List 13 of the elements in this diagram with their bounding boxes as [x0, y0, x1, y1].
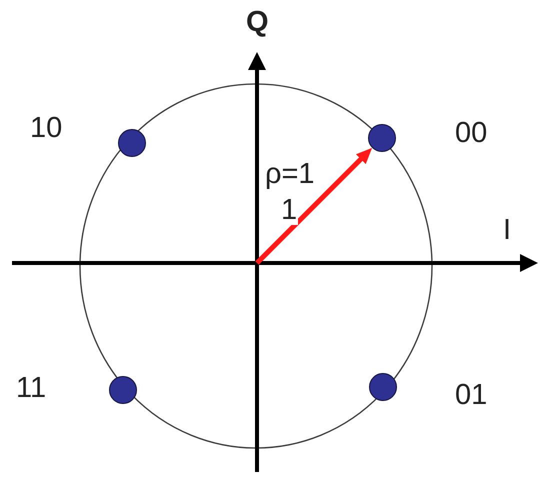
edge-label: 1 — [280, 196, 298, 225]
vector-arrow — [255, 146, 374, 265]
symbol-label: 11 — [16, 374, 46, 403]
constellation-point — [118, 129, 146, 157]
constellation-point — [368, 124, 396, 152]
symbol-label: 01 — [455, 381, 488, 410]
axis-label: Q — [246, 8, 269, 37]
symbol-label: 00 — [455, 119, 488, 148]
axis-label: I — [503, 216, 512, 245]
constellation-point — [369, 373, 397, 401]
annotation-text: ρ=1 — [265, 160, 315, 189]
symbol-label: 10 — [30, 114, 62, 143]
constellation-point — [109, 376, 137, 404]
